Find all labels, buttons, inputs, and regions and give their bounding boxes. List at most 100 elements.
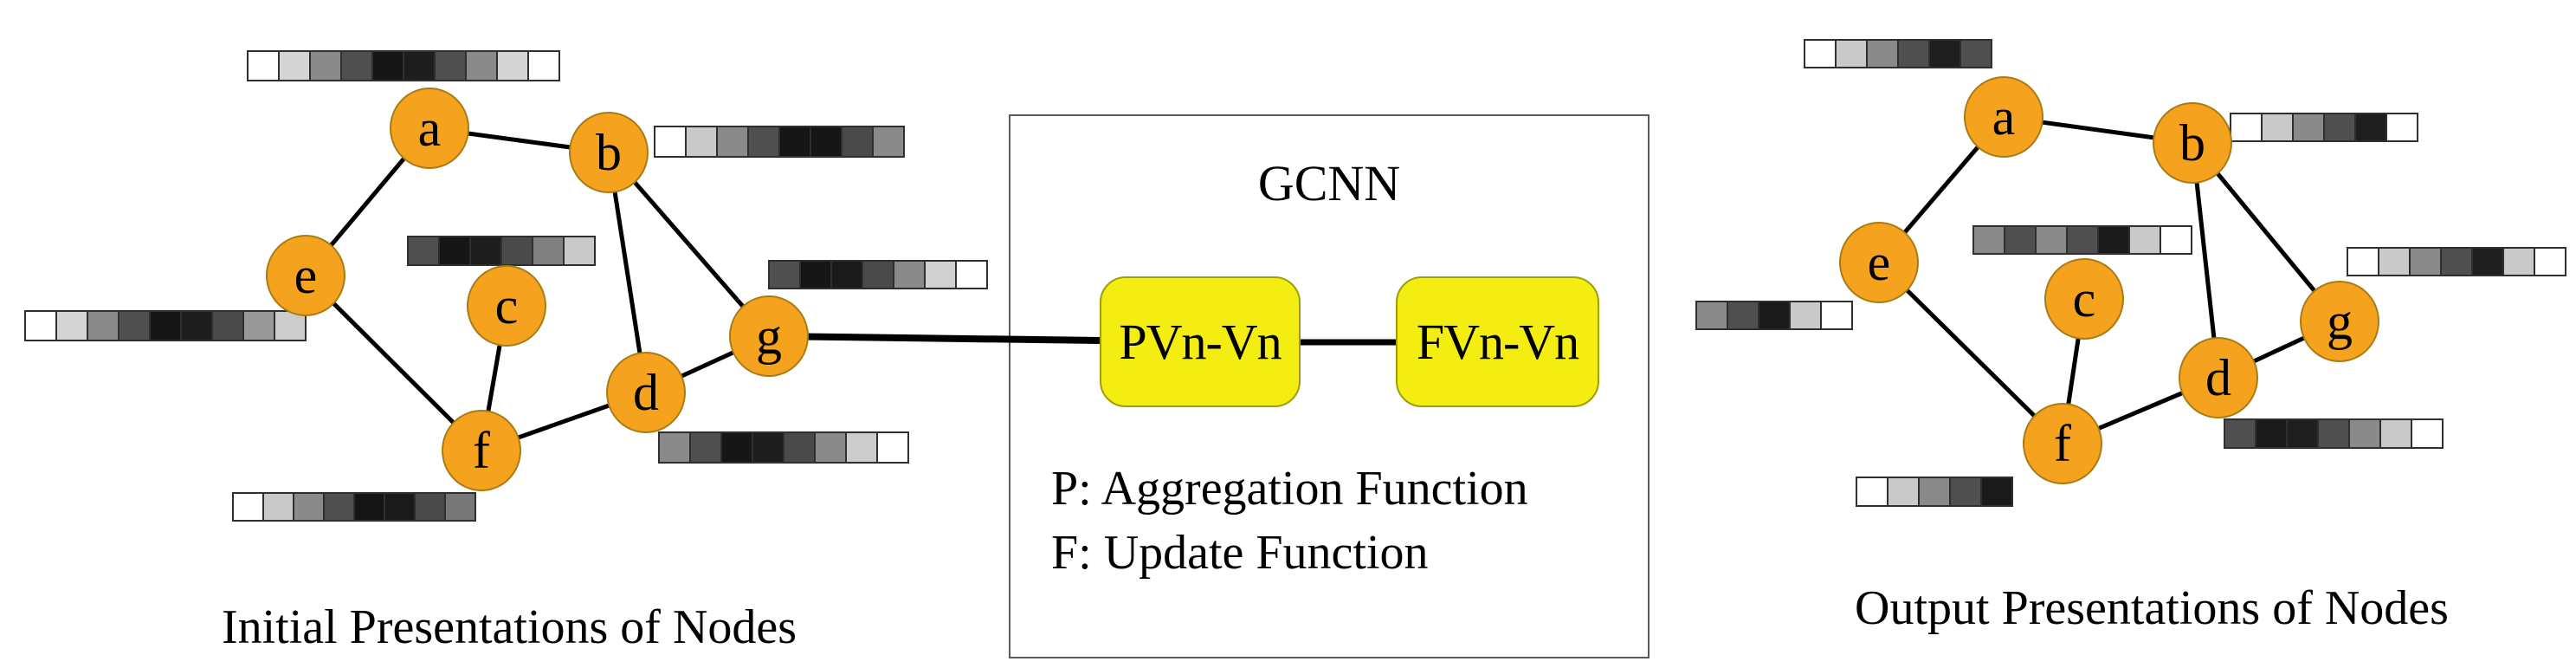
feature-cell [2348, 249, 2379, 275]
feature-cell [863, 262, 894, 288]
feature-cell [2263, 114, 2294, 140]
feature-cell [249, 52, 280, 80]
feature-cell [1805, 41, 1837, 67]
graph-node-right-b: b [2153, 102, 2232, 184]
feature-cell [2356, 114, 2387, 140]
node-label: c [2072, 270, 2096, 328]
graph-node-right-f: f [2023, 403, 2102, 484]
feature-cell [2379, 249, 2411, 275]
feature-cell [498, 52, 529, 80]
feature-cell [182, 312, 213, 340]
feature-cell [2387, 114, 2417, 140]
feature-cell [784, 433, 816, 462]
node-label: g [2327, 293, 2353, 350]
graph-node-left-b: b [569, 112, 649, 193]
feature-cell [655, 127, 687, 156]
feature-cell [88, 312, 119, 340]
feature-cell [753, 433, 784, 462]
node-label: c [494, 277, 519, 334]
feature-cell [280, 52, 311, 80]
feature-cell [722, 433, 753, 462]
feature-cell [1822, 302, 1851, 328]
feature-vector-right-d [2224, 418, 2444, 449]
feature-cell [718, 127, 749, 156]
feature-vector-left-d [658, 431, 909, 464]
feature-cell [2381, 420, 2412, 447]
feature-cell [660, 433, 691, 462]
feature-cell [1759, 302, 1791, 328]
feature-cell [957, 262, 986, 288]
feature-cell [2288, 420, 2319, 447]
feature-cell [2442, 249, 2473, 275]
graph-node-left-e: e [266, 235, 345, 316]
feature-cell [2504, 249, 2535, 275]
feature-cell [1697, 302, 1728, 328]
feature-cell [119, 312, 151, 340]
gcnn-box [1009, 114, 1650, 658]
feature-cell [275, 312, 305, 340]
graph-node-right-a: a [1964, 76, 2043, 158]
feature-cell [26, 312, 57, 340]
feature-cell [801, 262, 832, 288]
feature-cell [404, 52, 436, 80]
feature-cell [1868, 41, 1899, 67]
feature-cell [325, 494, 355, 520]
node-label: f [473, 422, 490, 479]
feature-cell [2099, 227, 2130, 253]
feature-cell [1888, 478, 1920, 505]
feature-cell [2231, 114, 2263, 140]
feature-cell [2037, 227, 2068, 253]
feature-cell [2005, 227, 2037, 253]
feature-cell [151, 312, 182, 340]
feature-cell [691, 433, 722, 462]
feature-cell [471, 237, 502, 264]
feature-cell [749, 127, 780, 156]
feature-cell [1728, 302, 1759, 328]
legend-line-update: F: Update Function [1051, 525, 1429, 580]
feature-cell [373, 52, 404, 80]
feature-cell [2325, 114, 2356, 140]
feature-vector-left-g [768, 260, 988, 289]
feature-cell [2068, 227, 2099, 253]
feature-cell [816, 433, 847, 462]
feature-cell [342, 52, 373, 80]
update-block: FVn-Vn [1396, 276, 1599, 407]
node-label: f [2054, 415, 2071, 472]
node-label: e [294, 247, 318, 304]
feature-cell [311, 52, 342, 80]
feature-cell [832, 262, 863, 288]
feature-cell [57, 312, 88, 340]
feature-cell [847, 433, 878, 462]
node-label: d [2205, 349, 2231, 406]
node-label: a [417, 100, 442, 157]
feature-cell [2130, 227, 2161, 253]
feature-cell [894, 262, 926, 288]
feature-vector-left-f [232, 492, 476, 522]
feature-vector-left-e [24, 310, 307, 341]
feature-cell [2411, 249, 2442, 275]
feature-cell [1857, 478, 1888, 505]
gcnn-legend: P: Aggregation Function F: Update Functi… [1051, 457, 1528, 586]
feature-cell [244, 312, 275, 340]
graph-node-left-d: d [606, 352, 686, 433]
feature-cell [213, 312, 244, 340]
feature-cell [2161, 227, 2191, 253]
feature-vector-right-a [1804, 39, 1992, 68]
gcnn-title: GCNN [1257, 155, 1401, 211]
graph-node-right-e: e [1839, 222, 1919, 303]
graph-node-left-a: a [390, 88, 469, 169]
feature-cell [1974, 227, 2005, 253]
feature-cell [1791, 302, 1822, 328]
graph-node-left-c: c [467, 265, 546, 347]
feature-cell [2319, 420, 2350, 447]
graph-node-right-g: g [2300, 281, 2379, 362]
feature-cell [2535, 249, 2565, 275]
feature-cell [409, 237, 440, 264]
feature-cell [264, 494, 294, 520]
node-label: e [1867, 234, 1891, 291]
graph-node-left-g: g [729, 295, 809, 377]
feature-cell [234, 494, 264, 520]
feature-vector-right-b [2230, 113, 2418, 142]
initial-graph-caption: Initial Presentations of Nodes [221, 600, 797, 654]
feature-cell [843, 127, 874, 156]
